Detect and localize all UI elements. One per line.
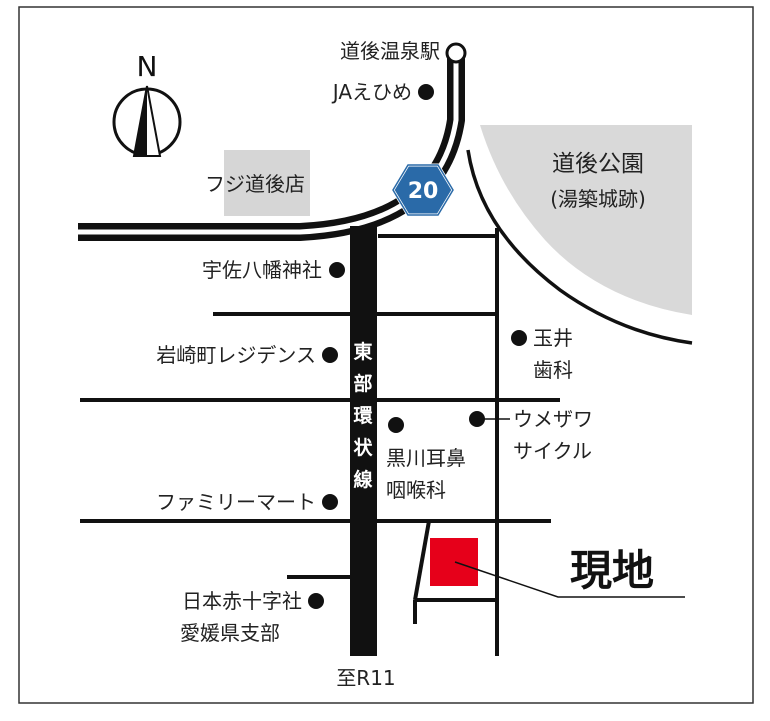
- svg-text:環: 環: [353, 405, 373, 427]
- cycle-label-1: ウメザワ: [513, 407, 593, 431]
- dental-label-2: 歯科: [533, 358, 573, 382]
- park-area: [480, 125, 692, 315]
- compass-icon: N: [112, 50, 182, 157]
- ent-label-2: 咽喉科: [386, 478, 446, 502]
- residence-label: 岩崎町レジデンス: [156, 343, 316, 367]
- familymart-label: ファミリーマート: [156, 490, 316, 514]
- east-loop-road: [350, 226, 377, 656]
- curved-road: [466, 149, 693, 345]
- ent-label-1: 黒川耳鼻: [386, 446, 466, 470]
- station-label: 道後温泉駅: [340, 39, 440, 63]
- site-marker: [430, 538, 478, 586]
- svg-text:状: 状: [353, 436, 373, 459]
- site-leader: [454, 561, 685, 598]
- destination-label: 至R11: [336, 666, 395, 690]
- road-label: 東 部 環 状 線: [353, 340, 373, 491]
- svg-text:線: 線: [353, 468, 372, 491]
- svg-text:部: 部: [353, 372, 372, 395]
- site-label: 現地: [570, 546, 654, 595]
- park-label-2: (湯築城跡): [550, 187, 646, 211]
- minor-streets: [80, 228, 560, 656]
- route-number: 20: [408, 179, 439, 204]
- station-marker: [445, 42, 467, 64]
- svg-text:東: 東: [353, 340, 372, 363]
- park-label-1: 道後公園: [552, 151, 644, 177]
- dental-label-1: 玉井: [533, 326, 573, 350]
- redcross-label-2: 愛媛県支部: [180, 621, 280, 645]
- north-label: N: [137, 50, 158, 83]
- map-frame: [18, 6, 754, 704]
- cycle-label-2: サイクル: [513, 439, 592, 463]
- fuji-building: [224, 150, 310, 216]
- redcross-label-1: 日本赤十字社: [182, 589, 302, 613]
- shrine-label: 宇佐八幡神社: [202, 258, 322, 282]
- fuji-label: フジ道後店: [205, 172, 305, 196]
- landmark-dots: [308, 84, 527, 609]
- ja-label: JAえひめ: [331, 80, 412, 104]
